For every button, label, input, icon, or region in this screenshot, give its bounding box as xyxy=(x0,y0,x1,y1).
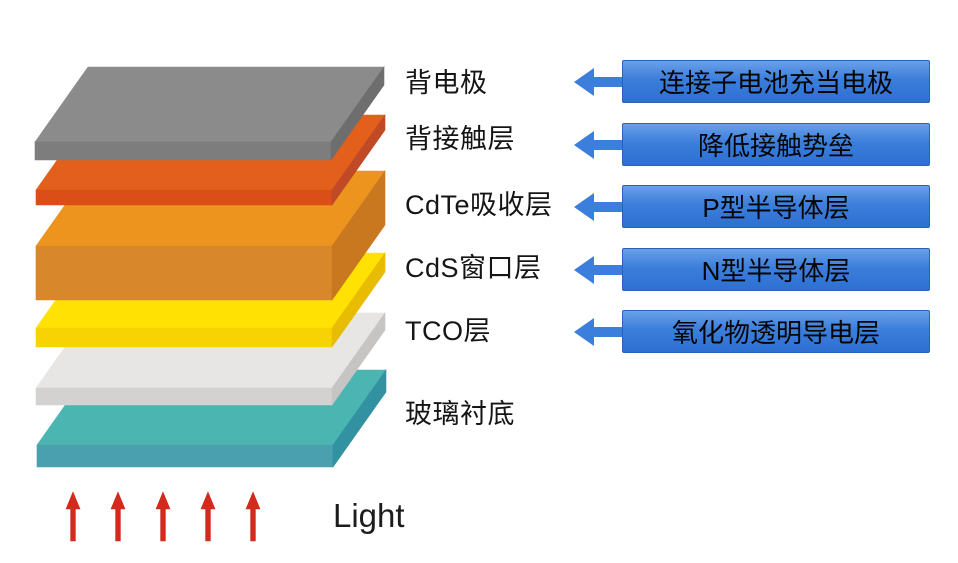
slab-cdte-absorber-layer-front-face xyxy=(35,245,333,301)
light-arrow-icon xyxy=(155,491,171,542)
slab-tco-layer-side-face xyxy=(331,312,386,406)
slab-glass-substrate-side-face xyxy=(332,369,387,468)
callout-cdte-absorber: P型半导体层 xyxy=(574,185,930,228)
callout-box-back-contact: 降低接触势垒 xyxy=(622,123,930,166)
callout-box-back-electrode: 连接子电池充当电极 xyxy=(622,60,930,103)
slab-back-electrode-side-face xyxy=(330,66,385,161)
layer-label-cds-window: CdS窗口层 xyxy=(405,253,542,283)
slab-tco-layer-front-face xyxy=(35,387,333,406)
left-arrow-icon xyxy=(574,67,622,96)
slab-glass-substrate-front-face xyxy=(36,444,334,468)
slab-back-electrode-front-face xyxy=(34,141,332,161)
callout-tco: 氧化物透明导电层 xyxy=(574,310,930,353)
light-arrow-icon xyxy=(65,491,81,542)
layer-label-back-electrode: 背电极 xyxy=(405,68,488,98)
light-arrow-icon xyxy=(245,491,261,542)
callout-box-cds-window: N型半导体层 xyxy=(622,248,930,291)
slab-back-contact-layer-side-face xyxy=(331,114,386,206)
slab-back-contact-layer-front-face xyxy=(35,189,333,206)
callout-back-electrode: 连接子电池充当电极 xyxy=(574,60,930,103)
layer-label-back-contact: 背接触层 xyxy=(405,124,515,154)
left-arrow-icon xyxy=(574,317,622,346)
layer-label-tco: TCO层 xyxy=(405,316,491,346)
callout-box-tco: 氧化物透明导电层 xyxy=(622,310,930,353)
slab-cdte-absorber-layer-side-face xyxy=(331,170,386,301)
left-arrow-icon xyxy=(574,192,622,221)
light-arrow-icon xyxy=(110,491,126,542)
left-arrow-icon xyxy=(574,255,622,284)
callout-cds-window: N型半导体层 xyxy=(574,248,930,291)
callout-box-cdte-absorber: P型半导体层 xyxy=(622,185,930,228)
light-label: Light xyxy=(333,497,405,534)
slab-cds-window-layer-side-face xyxy=(331,252,386,348)
light-arrow-icon xyxy=(200,491,216,542)
layer-label-cdte-absorber: CdTe吸收层 xyxy=(405,190,553,220)
slab-cds-window-layer-front-face xyxy=(35,327,333,348)
left-arrow-icon xyxy=(574,130,622,159)
callout-back-contact: 降低接触势垒 xyxy=(574,123,930,166)
layer-label-glass-substrate: 玻璃衬底 xyxy=(405,399,515,429)
slab-back-electrode-top-face xyxy=(34,66,385,143)
